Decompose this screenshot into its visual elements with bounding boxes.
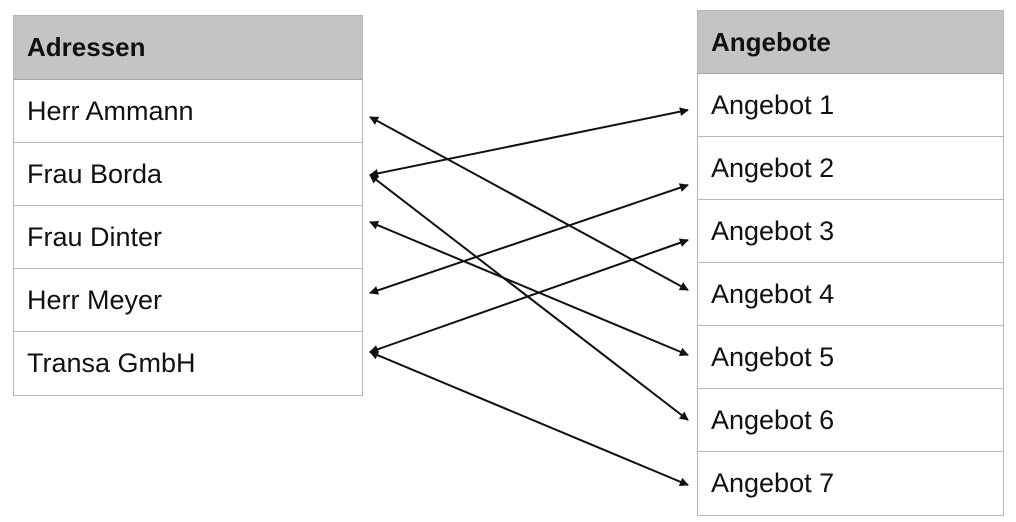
address-row: Herr Meyer bbox=[14, 269, 362, 332]
offer-row: Angebot 3 bbox=[698, 200, 1003, 263]
offer-row: Angebot 1 bbox=[698, 74, 1003, 137]
address-row: Frau Dinter bbox=[14, 206, 362, 269]
offer-row: Angebot 6 bbox=[698, 389, 1003, 452]
offer-row: Angebot 4 bbox=[698, 263, 1003, 326]
address-row: Herr Ammann bbox=[14, 80, 362, 143]
connection-arrow bbox=[369, 350, 689, 487]
connection-arrow bbox=[369, 116, 689, 291]
offer-row: Angebot 7 bbox=[711, 468, 835, 498]
offers-table: Angebote Angebot 1 Angebot 2 Angebot 3 A… bbox=[697, 10, 1004, 516]
connection-arrow bbox=[369, 238, 689, 354]
offers-header: Angebote bbox=[698, 11, 1003, 74]
offer-row: Angebot 2 bbox=[698, 137, 1003, 200]
offer-row: Angebot 5 bbox=[698, 326, 1003, 389]
connection-arrow bbox=[369, 220, 689, 357]
addresses-table: Adressen Herr Ammann Frau Borda Frau Din… bbox=[13, 15, 363, 396]
connection-arrow bbox=[369, 183, 689, 295]
address-row: Transa GmbH bbox=[27, 348, 196, 378]
addresses-header: Adressen bbox=[14, 16, 362, 80]
connection-arrow bbox=[369, 107, 689, 178]
address-row: Frau Borda bbox=[14, 143, 362, 206]
connection-arrow bbox=[369, 174, 689, 421]
